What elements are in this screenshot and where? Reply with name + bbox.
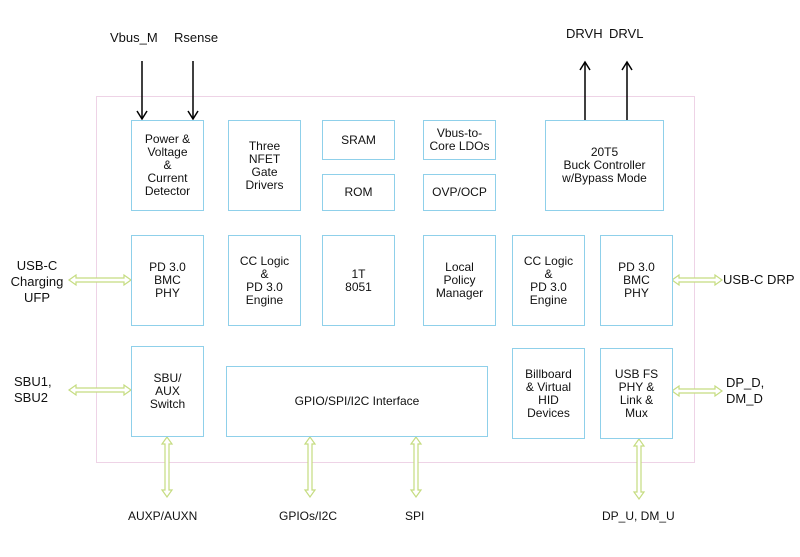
sbu-label: SBU1, SBU2 <box>14 374 52 405</box>
spi-label: SPI <box>405 509 425 523</box>
rsense-arrow <box>187 61 199 121</box>
usbc-drp-label: USB-C DRP <box>723 272 795 287</box>
usb-fs-block: USB FS PHY & Link & Mux <box>600 348 673 439</box>
drvh-arrow <box>579 60 591 120</box>
cc-logic-right-block: CC Logic & PD 3.0 Engine <box>512 235 585 326</box>
gpios-i2c-bus-arrow <box>303 435 317 499</box>
sbu-switch-block: SBU/ AUX Switch <box>131 346 204 437</box>
dp-dm-u-label: DP_U, DM_U <box>602 509 675 523</box>
mcu-8051-block: 1T 8051 <box>322 235 395 326</box>
policy-manager-block: Local Policy Manager <box>423 235 496 326</box>
gpio-interface-block: GPIO/SPI/I2C Interface <box>226 366 488 437</box>
cc-logic-left-block: CC Logic & PD 3.0 Engine <box>228 235 301 326</box>
ldos-block: Vbus-to- Core LDOs <box>423 120 496 160</box>
billboard-block: Billboard & Virtual HID Devices <box>512 348 585 439</box>
ovp-ocp-block: OVP/OCP <box>423 174 496 211</box>
pd-phy-right-block: PD 3.0 BMC PHY <box>600 235 673 326</box>
drvl-label: DRVL <box>609 26 644 41</box>
sbu-bus-arrow <box>67 383 133 397</box>
auxp-auxn-label: AUXP/AUXN <box>128 509 198 523</box>
rsense-label: Rsense <box>174 30 219 45</box>
rom-block: ROM <box>322 174 395 211</box>
pd-phy-left-block: PD 3.0 BMC PHY <box>131 235 204 326</box>
nfet-drivers-block: Three NFET Gate Drivers <box>228 120 301 211</box>
buck-controller-block: 20T5 Buck Controller w/Bypass Mode <box>545 120 664 211</box>
usbc-drp-bus-arrow <box>670 273 724 287</box>
usbc-ufp-label: USB-C Charging UFP <box>10 258 64 305</box>
gpios-i2c-label: GPIOs/I2C <box>279 509 338 523</box>
vbus-m-label: Vbus_M <box>110 30 158 45</box>
vbus-m-arrow <box>136 61 148 121</box>
drvh-label: DRVH <box>566 26 603 41</box>
sram-block: SRAM <box>322 120 395 160</box>
usbc-ufp-bus-arrow <box>67 273 133 287</box>
power-detector-block: Power & Voltage & Current Detector <box>131 120 204 211</box>
drvl-arrow <box>621 60 633 120</box>
dp-dm-d-label: DP_D, DM_D <box>726 375 765 406</box>
dp-dm-d-bus-arrow <box>670 384 724 398</box>
dp-dm-u-bus-arrow <box>632 437 646 501</box>
spi-bus-arrow <box>409 435 423 499</box>
auxp-auxn-bus-arrow <box>160 435 174 499</box>
